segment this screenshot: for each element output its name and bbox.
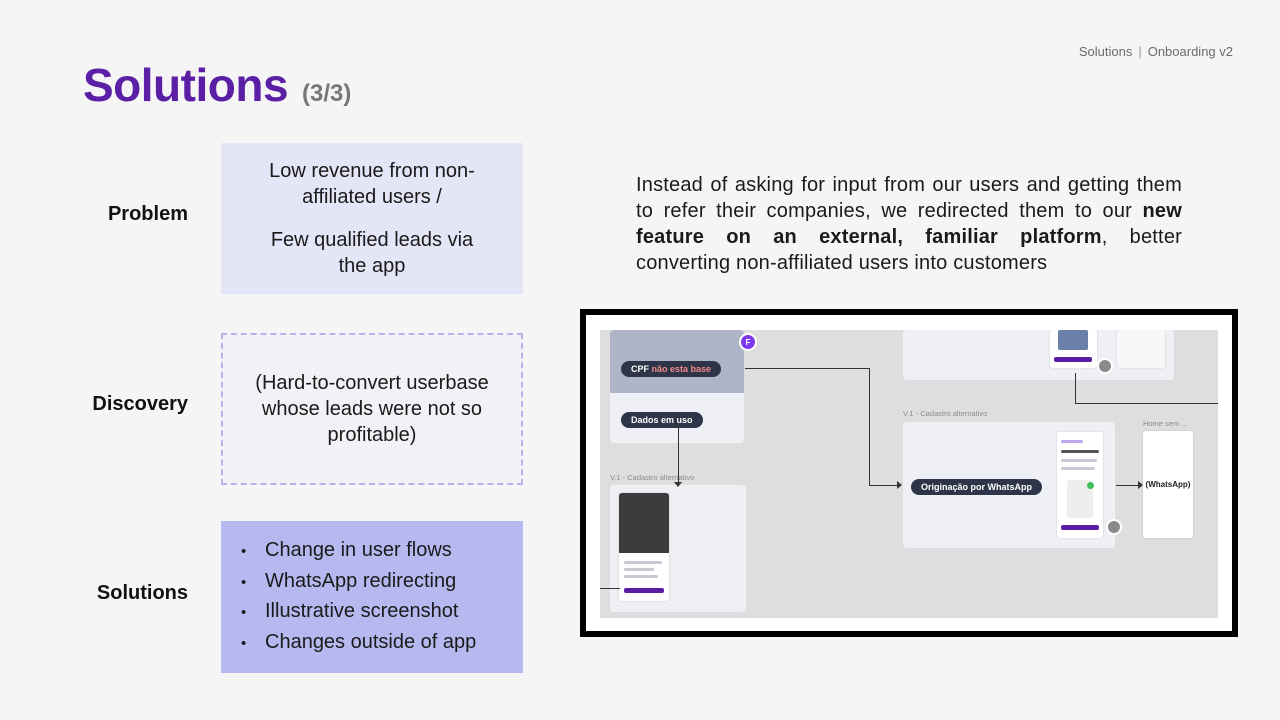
title-row: Solutions (3/3) — [83, 58, 351, 112]
text-line — [624, 575, 658, 578]
arrow-right-icon — [897, 481, 902, 489]
phone-mockup — [1117, 330, 1165, 368]
pill-cpf-highlight: não esta base — [651, 364, 712, 374]
description-text: Instead of asking for input from our use… — [636, 172, 1182, 276]
connector-line — [678, 426, 679, 486]
discovery-label: Discovery — [92, 393, 188, 415]
page-count: (3/3) — [302, 80, 352, 107]
arrow-right-icon — [1138, 481, 1143, 489]
avatar — [1097, 358, 1113, 374]
text-line — [1061, 459, 1097, 462]
connector-line — [745, 368, 869, 369]
solutions-item: Change in user flows — [241, 536, 476, 567]
home-phone-mockup: (WhatsApp) — [1143, 431, 1193, 538]
pill-cpf-prefix: CPF — [631, 364, 649, 374]
phone-mockup — [619, 493, 669, 601]
discovery-text: (Hard-to-convert userbase whose leads we… — [255, 372, 489, 446]
solutions-item: Illustrative screenshot — [241, 597, 476, 628]
description-after: , better converting non-affiliated users… — [636, 226, 1183, 274]
breadcrumb: Solutions | Onboarding v2 — [1079, 44, 1233, 59]
connector-line — [1116, 485, 1140, 486]
whatsapp-icon — [1087, 482, 1094, 489]
pill-cpf: CPF não esta base — [621, 361, 722, 377]
connector-line — [600, 588, 620, 589]
solutions-item: Changes outside of app — [241, 628, 476, 659]
flow-canvas: CPF não esta base Dados em uso F V.1 - C… — [600, 330, 1218, 618]
connector-line — [1075, 373, 1076, 403]
phone-mockup — [1050, 330, 1097, 368]
text-line — [1061, 467, 1095, 470]
discovery-box: (Hard-to-convert userbase whose leads we… — [221, 333, 523, 485]
pill-whatsapp-origin: Originação por WhatsApp — [911, 479, 1043, 495]
text-line — [624, 561, 662, 564]
pill-dados: Dados em uso — [621, 412, 703, 428]
phone-mockup — [1057, 432, 1103, 538]
solutions-box: Change in user flows WhatsApp redirectin… — [221, 521, 523, 673]
problem-line-1: Low revenue from non-affiliated users / — [269, 160, 475, 208]
description-before: Instead of asking for input from our use… — [636, 174, 1182, 222]
solutions-item: WhatsApp redirecting — [241, 567, 476, 598]
whatsapp-label: (WhatsApp) — [1145, 480, 1191, 489]
text-line — [1061, 450, 1099, 453]
problem-label: Problem — [107, 203, 188, 225]
connector-line — [869, 368, 870, 485]
user-badge: F — [739, 333, 757, 351]
text-line — [624, 568, 654, 571]
illustrative-screenshot: CPF não esta base Dados em uso F V.1 - C… — [580, 309, 1238, 637]
cta-bar — [1054, 357, 1092, 362]
breadcrumb-page: Onboarding v2 — [1147, 44, 1233, 59]
screenshot-inner: CPF não esta base Dados em uso F V.1 - C… — [586, 315, 1232, 631]
solutions-label: Solutions — [96, 582, 188, 604]
cta-bar — [1061, 525, 1099, 530]
connector-line — [1075, 403, 1218, 404]
problem-line-2: Few qualified leads via the app — [270, 229, 474, 277]
image-thumbnail — [1058, 330, 1088, 350]
breadcrumb-separator: | — [1138, 44, 1142, 59]
text-line — [1061, 440, 1083, 443]
connector-line — [869, 485, 899, 486]
avatar — [1106, 519, 1122, 535]
home-label: Home sem ... — [1143, 419, 1188, 428]
solutions-list: Change in user flows WhatsApp redirectin… — [241, 536, 476, 658]
cta-bar — [624, 588, 664, 593]
arrow-down-icon — [674, 482, 682, 487]
page-title: Solutions — [83, 59, 289, 111]
problem-box: Low revenue from non-affiliated users / … — [221, 143, 523, 294]
breadcrumb-section: Solutions — [1078, 44, 1133, 59]
section-label: V.1 - Cadastro alternativo — [610, 473, 695, 482]
section-label: V.1 - Cadastro alternativo — [903, 409, 988, 418]
description-bold: new feature on an external, familiar pla… — [636, 200, 1182, 248]
phone-overlay — [619, 493, 669, 553]
